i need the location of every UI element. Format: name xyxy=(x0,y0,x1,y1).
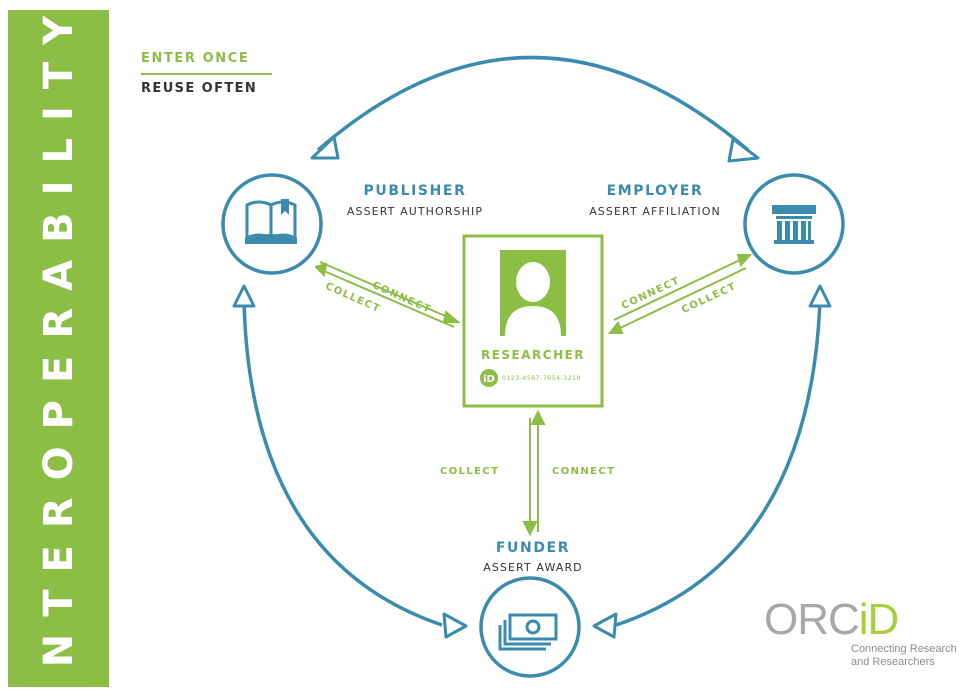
publisher-subtitle: ASSERT AUTHORSHIP xyxy=(346,205,484,218)
funder-title: FUNDER xyxy=(495,540,571,556)
funder-circle xyxy=(479,576,581,678)
badge-text: iD xyxy=(483,374,495,385)
arrowhead-funder-right xyxy=(592,612,618,639)
arrowhead-funder-left xyxy=(442,612,468,639)
arc-publisher-employer xyxy=(316,55,750,152)
researcher-orcid-id: 0123-4567-7654-3210 xyxy=(502,375,581,382)
arrowhead-publisher-top xyxy=(310,135,340,160)
book-icon xyxy=(245,199,297,244)
arrowheads xyxy=(232,135,832,639)
arrowhead-employer-top xyxy=(727,137,760,163)
tagline-divider xyxy=(141,73,272,75)
researcher-card: iD xyxy=(462,234,604,408)
orcid-tagline: Connecting Research and Researchers xyxy=(851,643,957,668)
employer-subtitle: ASSERT AFFILIATION xyxy=(589,205,721,218)
orcid-id-badge xyxy=(480,369,498,387)
building-icon xyxy=(772,205,816,244)
sidebar-banner: INTEROPERABILITY xyxy=(8,0,109,699)
funder-subtitle: ASSERT AWARD xyxy=(483,561,583,574)
tagline-reuse-often: REUSE OFTEN xyxy=(141,81,258,96)
funder-collect-label: COLLECT xyxy=(440,466,500,477)
flow-arrows xyxy=(314,254,753,537)
researcher-title: RESEARCHER xyxy=(480,348,586,362)
arrowhead-employer-bottom xyxy=(808,284,832,308)
arc-employer-funder xyxy=(615,299,822,627)
orcid-logo: ORCiD xyxy=(764,595,899,644)
funder-connect-label: CONNECT xyxy=(552,466,616,477)
arc-publisher-funder xyxy=(242,299,443,627)
publisher-title: PUBLISHER xyxy=(363,183,467,199)
employer-title: EMPLOYER xyxy=(606,183,704,199)
node-circles xyxy=(221,173,845,678)
tagline-enter-once: ENTER ONCE xyxy=(141,51,250,66)
money-icon xyxy=(498,613,558,651)
outer-arrows xyxy=(242,55,822,627)
arrowhead-publisher-bottom xyxy=(232,284,256,308)
